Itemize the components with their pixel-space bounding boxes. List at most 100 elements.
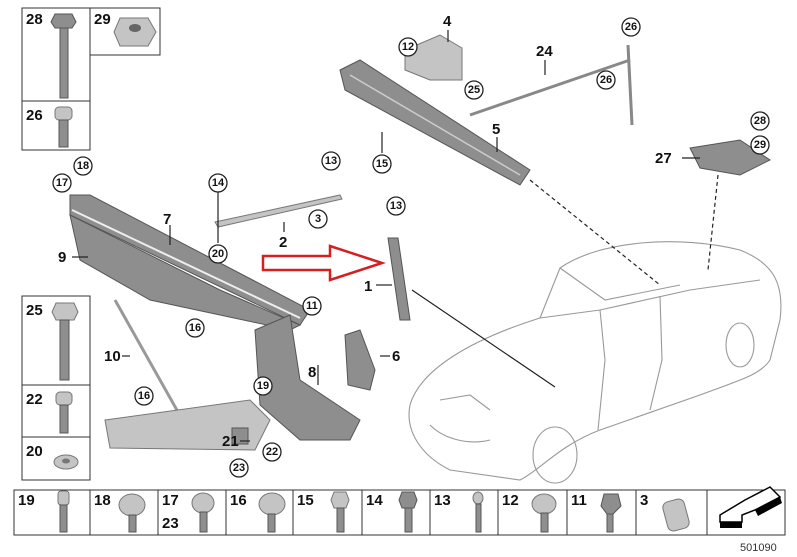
bolt-shaft — [336, 507, 345, 533]
callout-label: 11 — [306, 300, 318, 312]
nut-hole — [129, 24, 141, 32]
callout-10: 10 — [104, 348, 121, 365]
part-2-strut[interactable] — [214, 194, 343, 228]
callout-circle-18[interactable]: 18 — [73, 156, 93, 176]
fastener-cell-16[interactable]: 16 — [230, 492, 286, 533]
callout-5: 5 — [492, 121, 500, 138]
part-number-label: 18 — [94, 492, 111, 509]
callout-circle-12[interactable]: 12 — [398, 37, 418, 57]
fastener-cell-17-23[interactable]: 17 23 — [162, 492, 215, 533]
callout-label: 17 — [56, 177, 68, 189]
callout-label: 26 — [625, 21, 637, 33]
callout-label: 25 — [468, 84, 480, 96]
fastener-cell-13[interactable]: 13 — [434, 491, 484, 533]
callout-label: 13 — [390, 200, 402, 212]
callout-label: 14 — [212, 177, 225, 189]
bolt-icon — [51, 302, 79, 321]
callout-circle-20[interactable]: 20 — [208, 244, 228, 264]
callout-label: 15 — [376, 158, 388, 170]
fastener-box-25[interactable]: 25 — [21, 295, 91, 386]
callout-circle-19[interactable]: 19 — [253, 376, 273, 396]
callout-circle-26[interactable]: 26 — [621, 17, 641, 37]
callout-circle-15[interactable]: 15 — [372, 154, 392, 174]
callout-circle-13[interactable]: 13 — [321, 151, 341, 171]
bolt-shaft — [59, 504, 68, 533]
part-10-rod[interactable] — [113, 299, 180, 413]
part-number-label: 14 — [366, 492, 383, 509]
part-6-bracket[interactable] — [344, 329, 376, 391]
fastener-cell-18[interactable]: 18 — [94, 492, 146, 533]
part-4-bracket[interactable] — [404, 34, 463, 81]
part-number-label: 23 — [162, 515, 179, 532]
bolt-icon — [531, 493, 557, 515]
part-21-bumper-carrier[interactable] — [104, 399, 271, 451]
callout-circle-23[interactable]: 23 — [229, 458, 249, 478]
fastener-box-20[interactable]: 20 — [21, 436, 91, 481]
part-27-bracket[interactable] — [689, 139, 771, 176]
fastener-box-26[interactable]: 26 — [21, 100, 91, 151]
part-number-label: 3 — [640, 492, 648, 509]
callout-label: 18 — [77, 160, 89, 172]
fastener-box-28[interactable]: 28 — [21, 7, 91, 102]
callout-label: 16 — [138, 390, 150, 402]
bolt-shaft — [267, 513, 276, 533]
fastener-cell-15[interactable]: 15 — [297, 491, 350, 533]
callout-label: 23 — [233, 462, 245, 474]
callout-circle-25[interactable]: 25 — [464, 80, 484, 100]
callout-circle-11[interactable]: 11 — [302, 296, 322, 316]
bolt-shaft — [59, 319, 70, 381]
bolt-shaft — [59, 27, 69, 99]
part-number-label: 11 — [571, 492, 587, 509]
part-24-rod[interactable] — [469, 44, 634, 126]
callout-circle-17[interactable]: 17 — [52, 173, 72, 193]
part-1-strut[interactable] — [387, 237, 411, 321]
part-number-label: 13 — [434, 492, 451, 509]
callout-label: 19 — [257, 380, 269, 392]
fastener-cell-3[interactable]: 3 — [640, 492, 691, 532]
callout-27: 27 — [655, 150, 672, 167]
part-number-label: 12 — [502, 492, 519, 509]
callout-circle-14[interactable]: 14 — [208, 173, 228, 193]
callout-circle-28[interactable]: 28 — [750, 111, 770, 131]
bolt-icon — [191, 492, 215, 514]
part-number-label: 16 — [230, 492, 247, 509]
fastener-cell-11[interactable]: 11 — [571, 492, 622, 533]
callout-circle-22[interactable]: 22 — [262, 442, 282, 462]
callout-8: 8 — [308, 364, 316, 381]
fastener-cell-14[interactable]: 14 — [366, 491, 418, 533]
bolt-shaft — [475, 503, 482, 533]
callout-6: 6 — [392, 348, 400, 365]
callout-label: 3 — [315, 213, 321, 225]
bolt-icon — [55, 391, 73, 406]
part-5-panel[interactable] — [339, 59, 531, 186]
fastener-cell-19[interactable]: 19 — [18, 490, 70, 533]
part-number-label: 17 — [162, 492, 179, 509]
callout-1: 1 — [364, 278, 372, 295]
part-7-panel[interactable] — [69, 194, 311, 331]
fastener-cell-12[interactable]: 12 — [502, 492, 557, 533]
bolt-icon — [57, 490, 70, 506]
callout-circle-26[interactable]: 26 — [596, 70, 616, 90]
fastener-box-29[interactable]: 29 — [89, 7, 161, 56]
callout-circle-29[interactable]: 29 — [750, 135, 770, 155]
callout-circle-3[interactable]: 3 — [308, 209, 328, 229]
part-number-label: 28 — [26, 11, 43, 28]
sleeve-icon — [662, 498, 690, 532]
bolt-shaft — [404, 507, 413, 533]
bolt-icon — [330, 491, 350, 509]
bolt-shaft — [540, 512, 549, 533]
part-8-bracket[interactable] — [254, 314, 361, 441]
callout-circle-16[interactable]: 16 — [134, 386, 154, 406]
callout-label: 28 — [754, 115, 766, 127]
direction-arrow-icon — [261, 244, 387, 282]
part-number-label: 29 — [94, 11, 111, 28]
callout-circle-16[interactable]: 16 — [185, 318, 205, 338]
callout-21: 21 — [222, 433, 239, 450]
fastener-box-22[interactable]: 22 — [21, 384, 91, 438]
navigation-arrow-icon[interactable] — [719, 486, 782, 528]
callout-label: 20 — [212, 248, 224, 260]
bolt-shaft — [59, 404, 69, 434]
callout-circle-13[interactable]: 13 — [386, 196, 406, 216]
bolt-shaft — [58, 119, 69, 148]
